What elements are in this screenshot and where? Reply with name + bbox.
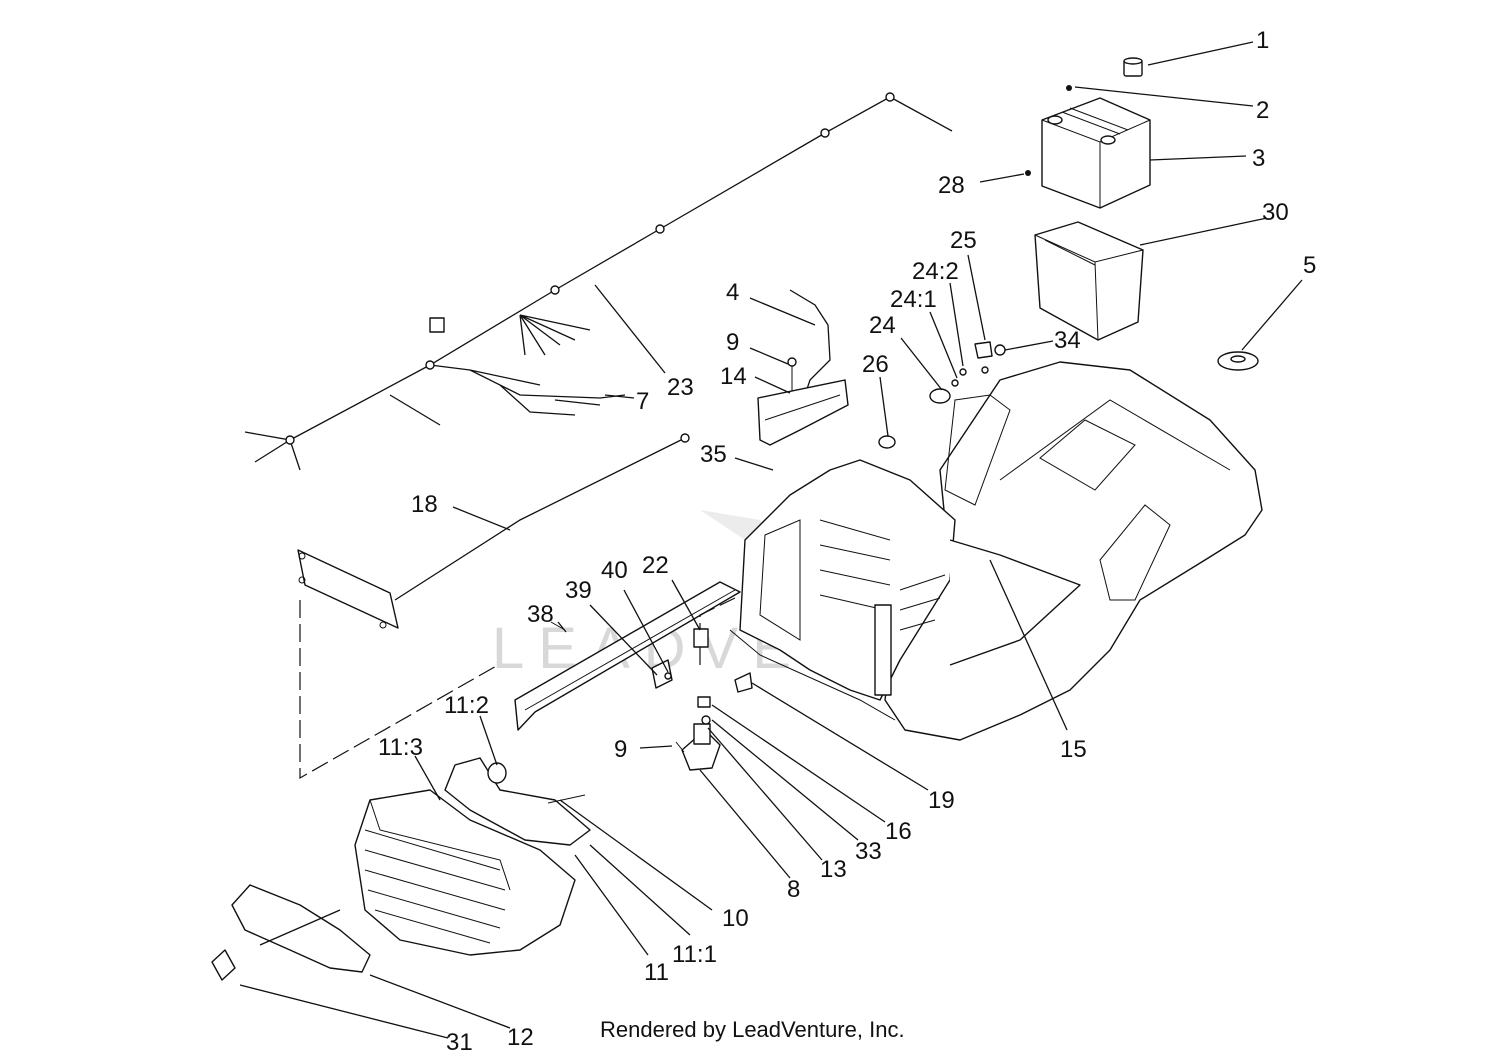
callout-12: 12 — [507, 1024, 534, 1051]
callout-33: 33 — [855, 838, 882, 865]
callout-11-3: 11:3 — [378, 734, 423, 761]
callout-25: 25 — [950, 227, 977, 254]
part-cable-plate — [297, 549, 399, 629]
callout-31: 31 — [446, 1029, 473, 1056]
callout-8: 8 — [787, 876, 800, 903]
callout-23: 23 — [667, 374, 694, 401]
callout-9-upper: 9 — [726, 329, 739, 356]
part-wire-harness — [244, 92, 953, 471]
part-solenoid — [681, 723, 721, 771]
part-battery-cap — [1123, 57, 1143, 77]
part-relay — [693, 628, 709, 648]
callout-3: 3 — [1252, 145, 1265, 172]
callout-40: 40 — [601, 557, 628, 584]
part-clip-16 — [697, 696, 711, 708]
part-emblem — [211, 949, 236, 981]
part-switch-cluster — [878, 341, 1006, 449]
part-hood-frame — [444, 757, 591, 846]
part-battery-cable — [789, 289, 831, 411]
part-terminal-nut — [1025, 170, 1031, 176]
callout-15: 15 — [1060, 736, 1087, 763]
part-bolt-lower — [675, 741, 685, 753]
part-pin-10 — [547, 794, 586, 804]
dashed-line-22 — [699, 597, 736, 665]
callout-11: 11 — [644, 959, 669, 986]
callout-30: 30 — [1262, 199, 1289, 226]
part-hood — [354, 789, 576, 956]
part-frame-rail — [514, 581, 741, 731]
callout-18: 18 — [411, 491, 438, 518]
part-footrest — [949, 539, 1081, 666]
callout-13: 13 — [820, 856, 847, 883]
callout-2: 2 — [1256, 97, 1269, 124]
callout-24-1: 24:1 — [890, 286, 937, 313]
callout-19: 19 — [928, 787, 955, 814]
part-mounting-bracket — [757, 379, 849, 446]
callout-38: 38 — [527, 601, 554, 628]
callout-labels: 1 2 3 28 30 5 25 24:2 24:1 24 34 26 4 9 … — [378, 27, 1316, 1056]
callout-7: 7 — [636, 388, 649, 415]
part-front-bumper — [231, 884, 371, 973]
part-bolt-upper — [787, 357, 797, 392]
callout-24-2: 24:2 — [912, 258, 959, 285]
callout-34: 34 — [1054, 327, 1081, 354]
callout-5: 5 — [1303, 252, 1316, 279]
part-battery-box — [1034, 221, 1144, 341]
callout-4: 4 — [726, 279, 739, 306]
callout-28: 28 — [938, 172, 965, 199]
callout-26: 26 — [862, 351, 889, 378]
part-dash-tower — [729, 459, 956, 721]
part-washer — [1217, 351, 1259, 371]
part-fuse-19 — [734, 672, 753, 693]
leader-lines — [239, 41, 1303, 1039]
callout-14: 14 — [720, 363, 747, 390]
part-cable — [394, 433, 690, 601]
callout-39: 39 — [565, 577, 592, 604]
callout-22: 22 — [642, 552, 669, 579]
callout-1: 1 — [1256, 27, 1269, 54]
part-nut-40 — [664, 672, 672, 680]
callout-10: 10 — [722, 905, 749, 932]
callout-16: 16 — [885, 818, 912, 845]
callout-11-2: 11:2 — [444, 692, 489, 719]
part-washer-13 — [701, 715, 711, 725]
callout-9-lower: 9 — [614, 736, 627, 763]
rendered-by-credit: Rendered by LeadVenture, Inc. — [600, 1017, 905, 1042]
callout-11-1: 11:1 — [672, 941, 717, 968]
callout-24: 24 — [869, 312, 896, 339]
dashed-assembly-line — [299, 600, 499, 780]
callout-35: 35 — [700, 441, 727, 468]
part-terminal-bolt — [1066, 85, 1072, 91]
part-battery — [1041, 97, 1151, 209]
